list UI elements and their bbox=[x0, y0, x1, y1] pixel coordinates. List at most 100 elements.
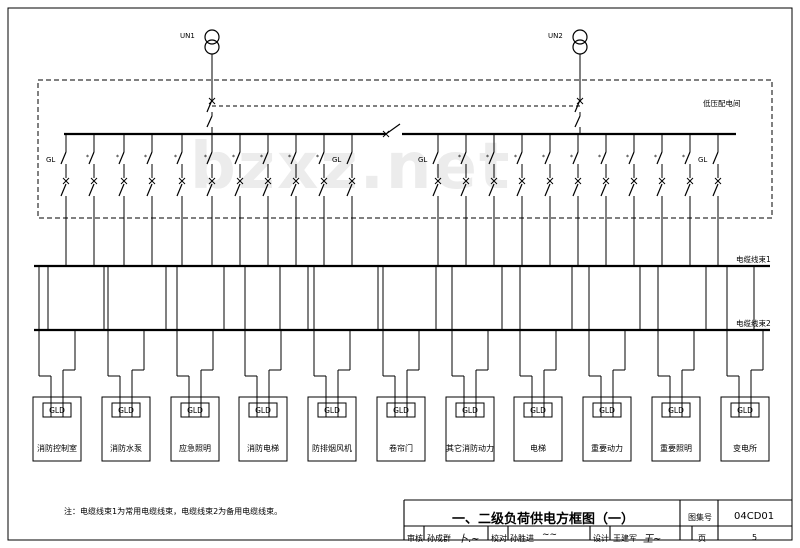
breaker-type-label: GL bbox=[46, 156, 56, 164]
feeder-breaker-cross bbox=[90, 177, 98, 185]
gld-device-box bbox=[248, 402, 278, 418]
breaker-mark: * bbox=[458, 154, 461, 161]
gld-device-label: GLD bbox=[668, 406, 684, 415]
load-box bbox=[651, 396, 701, 462]
breaker-mark: * bbox=[626, 154, 629, 161]
gld-device-box bbox=[523, 402, 553, 418]
gld-device-box bbox=[730, 402, 760, 418]
feeder-breaker-blade bbox=[488, 151, 495, 165]
gld-device-label: GLD bbox=[530, 406, 546, 415]
feeder-isolator-blade bbox=[460, 183, 467, 197]
load-box bbox=[513, 396, 563, 462]
transformer-winding-top bbox=[204, 29, 220, 45]
transformer-label: UN1 bbox=[180, 32, 195, 40]
reviewer-name: 孙成群 bbox=[427, 534, 451, 543]
feeder-isolator-blade bbox=[118, 183, 125, 197]
gld-device-label: GLD bbox=[187, 406, 203, 415]
load-label: 其它消防动力 bbox=[446, 444, 494, 453]
feeder-breaker-blade bbox=[118, 151, 125, 165]
gld-device-label: GLD bbox=[462, 406, 478, 415]
feeder-isolator-blade bbox=[544, 183, 551, 197]
feeder-breaker-cross bbox=[462, 177, 470, 185]
feeder-breaker-blade bbox=[318, 151, 325, 165]
load-box bbox=[720, 396, 770, 462]
breaker-mark: * bbox=[598, 154, 601, 161]
gld-device-box bbox=[42, 402, 72, 418]
feeder-breaker-cross bbox=[434, 177, 442, 185]
load-box bbox=[307, 396, 357, 462]
feeder-breaker-cross bbox=[320, 177, 328, 185]
bus-tie-cross bbox=[382, 130, 390, 138]
incoming-breaker-blade bbox=[206, 115, 213, 128]
feeder-breaker-blade bbox=[628, 151, 635, 165]
breaker-mark: * bbox=[486, 154, 489, 161]
feeder-isolator-blade bbox=[234, 183, 241, 197]
feeder-breaker-blade bbox=[346, 151, 353, 165]
page-number: 5 bbox=[752, 533, 758, 542]
designer-signature: 王~ bbox=[643, 534, 662, 545]
drawing-frame bbox=[7, 7, 793, 541]
feeder-breaker-cross bbox=[292, 177, 300, 185]
load-label: 重要动力 bbox=[591, 444, 623, 453]
load-box bbox=[101, 396, 151, 462]
load-label: 应急照明 bbox=[179, 444, 211, 453]
check-label: 校对 bbox=[491, 534, 507, 543]
breaker-mark: * bbox=[86, 154, 89, 161]
drawing-title: 一、二级负荷供电方框图（一） bbox=[452, 512, 635, 527]
gld-device-label: GLD bbox=[393, 406, 409, 415]
feeder-breaker-cross bbox=[178, 177, 186, 185]
cable-bus-2-label: 电缆线束2 bbox=[736, 319, 771, 328]
load-box bbox=[445, 396, 495, 462]
breaker-mark: * bbox=[682, 154, 685, 161]
panel-boundary bbox=[37, 79, 773, 219]
panel-label: 低压配电间 bbox=[703, 99, 741, 108]
feeder-breaker-cross bbox=[208, 177, 216, 185]
feeder-breaker-blade bbox=[262, 151, 269, 165]
checker-signature: ~~ bbox=[542, 530, 558, 540]
feeder-breaker-blade bbox=[60, 151, 67, 165]
load-label: 卷帘门 bbox=[389, 444, 413, 453]
load-label: 消防水泵 bbox=[110, 444, 142, 453]
feeder-isolator-blade bbox=[488, 183, 495, 197]
feeder-breaker-blade bbox=[146, 151, 153, 165]
feeder-isolator-blade bbox=[206, 183, 213, 197]
feeder-isolator-blade bbox=[656, 183, 663, 197]
feeder-breaker-cross bbox=[714, 177, 722, 185]
gld-device-box bbox=[180, 402, 210, 418]
feeder-breaker-cross bbox=[490, 177, 498, 185]
feeder-breaker-blade bbox=[544, 151, 551, 165]
feeder-breaker-blade bbox=[572, 151, 579, 165]
load-label: 重要照明 bbox=[660, 444, 692, 453]
feeder-breaker-blade bbox=[206, 151, 213, 165]
transformer-winding-top bbox=[572, 29, 588, 45]
feeder-breaker-blade bbox=[176, 151, 183, 165]
watermark: bzxz.net bbox=[190, 130, 512, 204]
feeder-isolator-blade bbox=[516, 183, 523, 197]
feeder-breaker-cross bbox=[62, 177, 70, 185]
design-label: 设计 bbox=[593, 534, 609, 543]
breaker-mark: * bbox=[542, 154, 545, 161]
designer-name: 王建军 bbox=[613, 534, 637, 543]
feeder-isolator-blade bbox=[684, 183, 691, 197]
feeder-breaker-blade bbox=[712, 151, 719, 165]
breaker-type-label: GL bbox=[418, 156, 428, 164]
gld-device-label: GLD bbox=[255, 406, 271, 415]
feeder-isolator-blade bbox=[60, 183, 67, 197]
gld-device-label: GLD bbox=[49, 406, 65, 415]
gld-device-box bbox=[592, 402, 622, 418]
feeder-breaker-cross bbox=[546, 177, 554, 185]
feeder-breaker-blade bbox=[290, 151, 297, 165]
feeder-isolator-blade bbox=[346, 183, 353, 197]
feeder-breaker-blade bbox=[600, 151, 607, 165]
breaker-mark: * bbox=[570, 154, 573, 161]
feeder-breaker-blade bbox=[88, 151, 95, 165]
transformer-label: UN2 bbox=[548, 32, 563, 40]
feeder-isolator-blade bbox=[432, 183, 439, 197]
breaker-type-label: GL bbox=[332, 156, 342, 164]
feeder-breaker-cross bbox=[574, 177, 582, 185]
breaker-mark: * bbox=[260, 154, 263, 161]
feeder-isolator-blade bbox=[262, 183, 269, 197]
atlas-label: 图集号 bbox=[688, 513, 712, 522]
breaker-mark: * bbox=[514, 154, 517, 161]
